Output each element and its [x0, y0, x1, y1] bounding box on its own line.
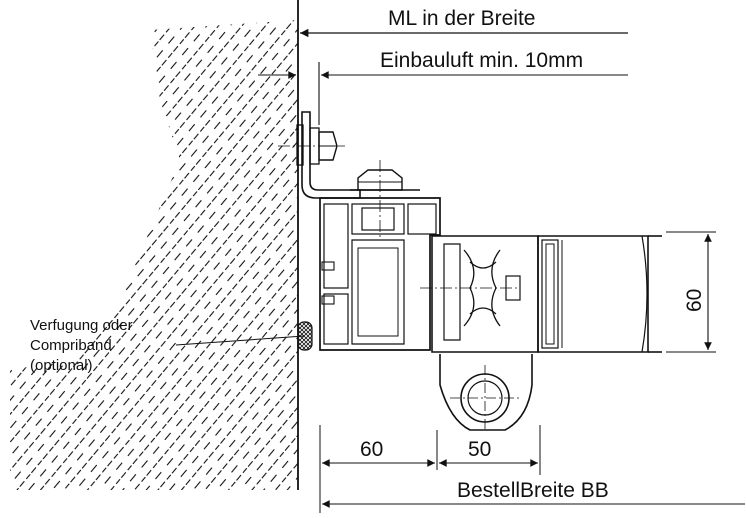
seal-note: Verfugung oder Compriband (optional) [30, 317, 305, 374]
dimension-order-width: BestellBreite BB [322, 479, 745, 508]
note-line-2: Compriband [30, 337, 112, 354]
mounting-bracket [278, 111, 420, 240]
label-ml-width: ML in der Breite [388, 7, 535, 30]
dimension-install-gap: Einbauluft min. 10mm [258, 49, 628, 125]
wall-section [10, 0, 299, 490]
frame-profile [319, 197, 520, 351]
note-line-3: (optional) [30, 357, 93, 374]
coupling-profile [431, 235, 539, 432]
label-center-width: 50 [468, 438, 491, 461]
label-left-width: 60 [360, 438, 383, 461]
label-order-width: BestellBreite BB [457, 479, 609, 502]
note-line-1: Verfugung oder [30, 317, 133, 334]
dimension-ml-width: ML in der Breite [300, 7, 628, 38]
dimension-bottom-widths: 60 50 [319, 425, 541, 513]
label-install-gap: Einbauluft min. 10mm [380, 49, 583, 72]
panel-insert [537, 235, 662, 353]
dimension-height: 60 [666, 231, 716, 353]
label-height: 60 [683, 289, 706, 312]
